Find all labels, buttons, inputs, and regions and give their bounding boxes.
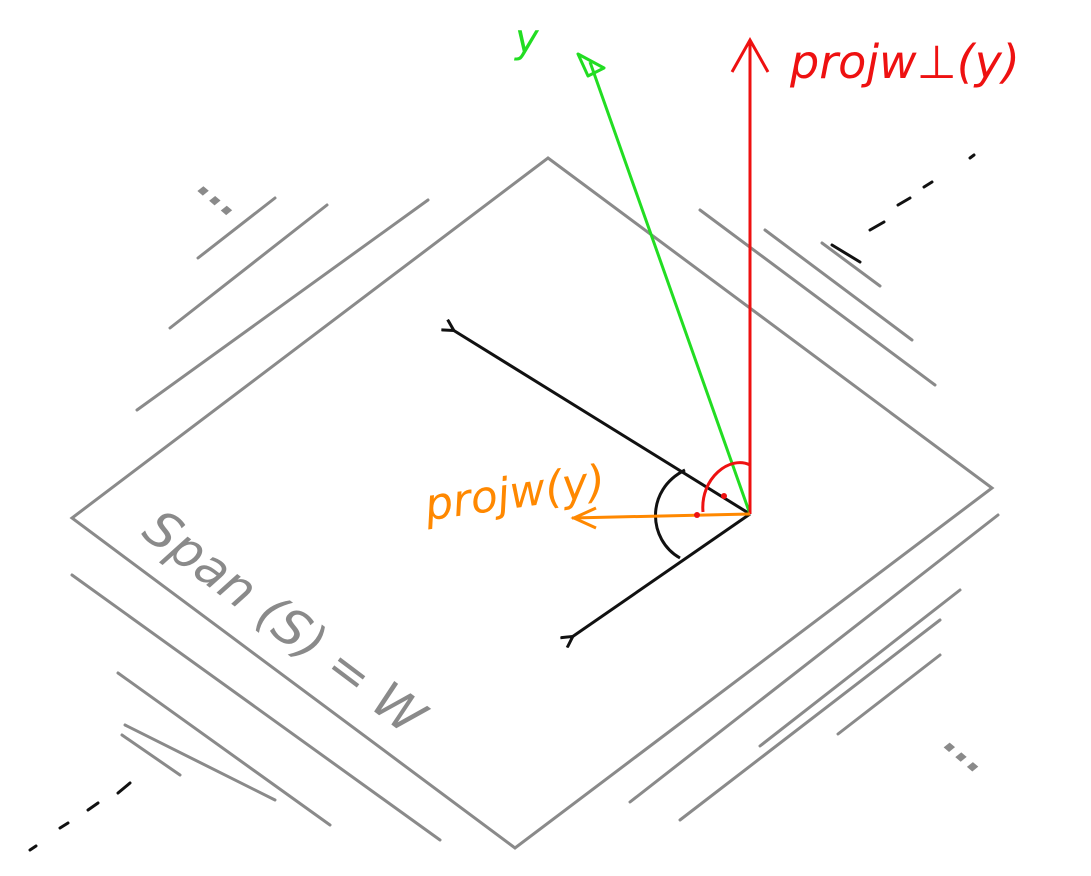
dash-right-4 [922, 180, 934, 189]
dash-right-5 [968, 153, 976, 160]
vector-proj-w-head [570, 506, 597, 530]
label-y: y [514, 16, 540, 62]
hatch-top-left-2 [168, 203, 329, 330]
proj-w-dot [694, 512, 700, 518]
right-angle-dot [721, 493, 727, 499]
ellipsis-bottom-right: ... [936, 719, 1000, 784]
plane-continuation-marks [28, 153, 976, 852]
label-span-w: Span (S) = W [133, 498, 437, 747]
plane-hatching [70, 196, 1000, 842]
hatch-bottom-left-3 [123, 723, 277, 802]
hatch-top-right-1 [698, 208, 937, 387]
plane-w [69, 156, 995, 850]
vector-y-head [576, 52, 606, 78]
plane-outline [69, 156, 995, 850]
hatch-top-left-3 [135, 198, 430, 412]
hatch-bottom-left-2 [116, 671, 332, 827]
dash-left-1 [116, 781, 132, 795]
label-proj-w-perp: projw⊥(y) [789, 35, 1020, 89]
hatch-bottom-left-4 [120, 733, 182, 777]
ellipsis-top-left: ... [190, 162, 254, 227]
hatch-bottom-left-1 [70, 573, 442, 842]
hatch-top-right-2 [763, 228, 914, 342]
dash-left-2 [86, 801, 100, 812]
vector-proj-w-shaft [571, 512, 751, 520]
hatch-bottom-right-2 [678, 618, 942, 822]
dash-left-4 [28, 844, 38, 852]
vector-y-shaft [588, 61, 752, 515]
basis-angle-arc [654, 468, 686, 560]
vector-proj-w-perp-head [730, 36, 770, 73]
vector-y: y [514, 16, 752, 515]
dash-right-2 [868, 220, 886, 232]
hatch-top-left-1 [196, 196, 277, 260]
right-angle-arc [701, 461, 751, 513]
hatch-bottom-right-3 [758, 588, 962, 748]
hatch-bottom-right-4 [836, 653, 942, 736]
basis-vector-2 [572, 512, 751, 637]
basis-vector-1 [453, 330, 751, 516]
dash-right-3 [896, 196, 912, 207]
dash-right-1 [830, 243, 862, 264]
hatch-bottom-right-1 [628, 513, 1000, 804]
vector-proj-w: projw(y) [421, 455, 751, 531]
hatch-top-right-3 [820, 241, 882, 288]
vector-proj-w-perp: projw⊥(y) [701, 35, 1020, 514]
dash-left-3 [58, 821, 70, 830]
